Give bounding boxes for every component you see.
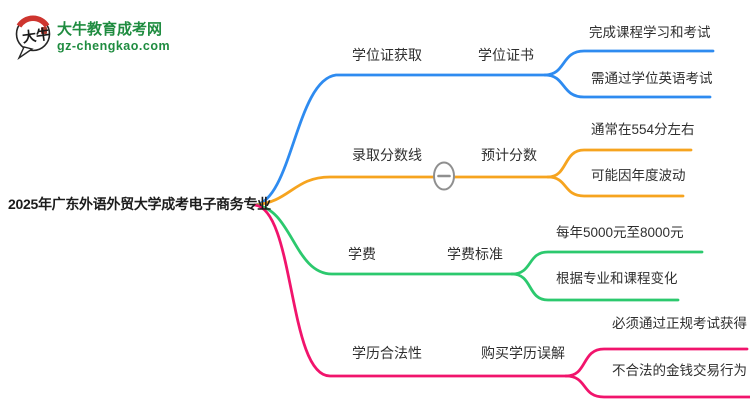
- logo-title: 大牛教育成考网: [57, 20, 162, 38]
- leaf-score-554[interactable]: 通常在554分左右: [591, 122, 695, 137]
- leaf-illegal-transaction[interactable]: 不合法的金钱交易行为: [612, 363, 747, 378]
- leaf-complete-courses[interactable]: 完成课程学习和考试: [589, 25, 711, 40]
- logo-red-arc: [16, 15, 50, 28]
- logo-url: gz-chengkao.com: [57, 39, 170, 53]
- root-node[interactable]: 2025年广东外语外贸大学成考电子商务专业: [8, 196, 271, 212]
- leaf-tuition-range[interactable]: 每年5000元至8000元: [556, 225, 684, 240]
- branch-score-lines: [253, 148, 693, 207]
- logo-seal: [41, 27, 47, 34]
- branch-degree-lines: [253, 49, 715, 207]
- logo-bubble-tail: [17, 46, 34, 61]
- daniu-speech-bubble-icon: 大牛: [15, 15, 51, 61]
- logo-icon-text: 大牛: [21, 26, 51, 47]
- branch-tuition-lines: [253, 203, 704, 302]
- branch-node-tuition[interactable]: 学费: [348, 246, 376, 262]
- leaf-english-exam[interactable]: 需通过学位英语考试: [591, 71, 713, 86]
- leaf-tuition-varies[interactable]: 根据专业和课程变化: [556, 271, 678, 286]
- leaf-formal-exam-required[interactable]: 必须通过正规考试获得: [612, 316, 747, 331]
- branch-legality-lines: [253, 203, 750, 399]
- subnode-tuition-standard[interactable]: 学费标准: [447, 246, 503, 262]
- subnode-estimated-score[interactable]: 预计分数: [481, 147, 537, 163]
- leaf-score-fluctuate[interactable]: 可能因年度波动: [591, 168, 686, 183]
- branch-node-score[interactable]: 录取分数线: [352, 147, 422, 163]
- collapse-button[interactable]: [433, 161, 455, 191]
- site-logo: 大牛 大牛教育成考网 gz-chengkao.com: [15, 15, 170, 61]
- branch-node-degree[interactable]: 学位证获取: [352, 47, 422, 63]
- subnode-buying-misconception[interactable]: 购买学历误解: [481, 345, 565, 361]
- branch-node-legality[interactable]: 学历合法性: [352, 345, 422, 361]
- subnode-degree-certificate[interactable]: 学位证书: [478, 47, 534, 63]
